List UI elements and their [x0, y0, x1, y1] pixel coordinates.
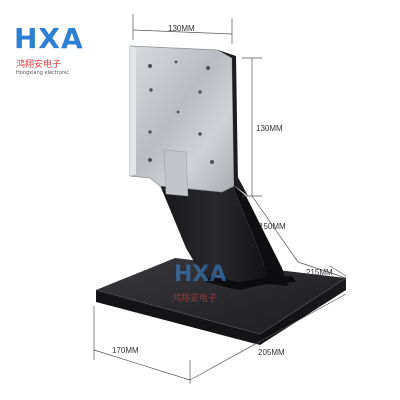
logo-chinese-name: 鸿翔安电子 — [16, 60, 62, 70]
logo-english-name: Hongxiang electronic — [16, 70, 70, 76]
dimension-lines — [93, 14, 347, 384]
vesa-holes — [148, 60, 214, 164]
vesa-plate — [129, 45, 238, 197]
dim-plate-width: 130MM — [168, 24, 195, 33]
logo-mark: HXA — [14, 22, 84, 55]
dim-arm-length: 150MM — [259, 222, 286, 231]
dim-base-front-right: 205MM — [258, 348, 285, 357]
dim-base-side: 215MM — [306, 268, 333, 277]
dim-base-front-left: 170MM — [112, 346, 139, 355]
watermark-chinese-name: 鸿翔安电子 — [172, 294, 218, 304]
watermark: HXA 鸿翔安电子 — [172, 261, 232, 311]
watermark-mark: HXA — [174, 262, 227, 287]
dim-plate-height: 130MM — [256, 124, 283, 133]
brand-logo: HXA 鸿翔安电子 Hongxiang electronic — [14, 20, 94, 80]
